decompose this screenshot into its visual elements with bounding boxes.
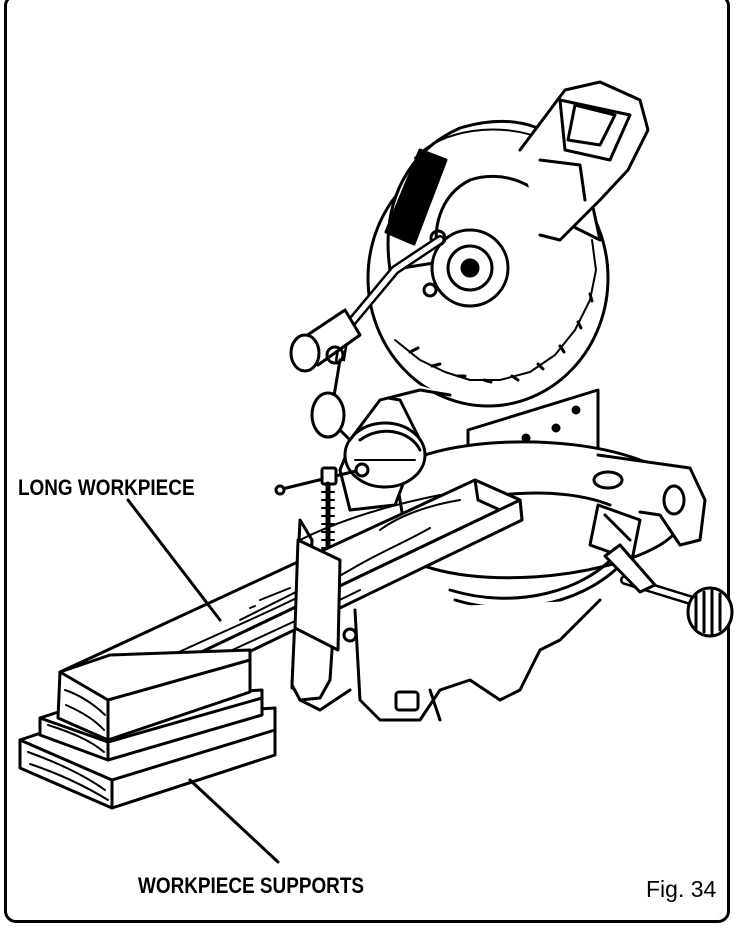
- callout-workpiece-supports: WORKPIECE SUPPORTS: [138, 873, 365, 898]
- figure-frame: [4, 0, 730, 923]
- saw-head: [289, 80, 650, 512]
- figure-number: Fig. 34: [646, 876, 717, 902]
- workpiece-supports: [18, 648, 277, 810]
- callout-long-workpiece: LONG WORKPIECE: [18, 475, 195, 500]
- long-workpiece-leader: [126, 498, 222, 622]
- supports-leader: [188, 778, 280, 864]
